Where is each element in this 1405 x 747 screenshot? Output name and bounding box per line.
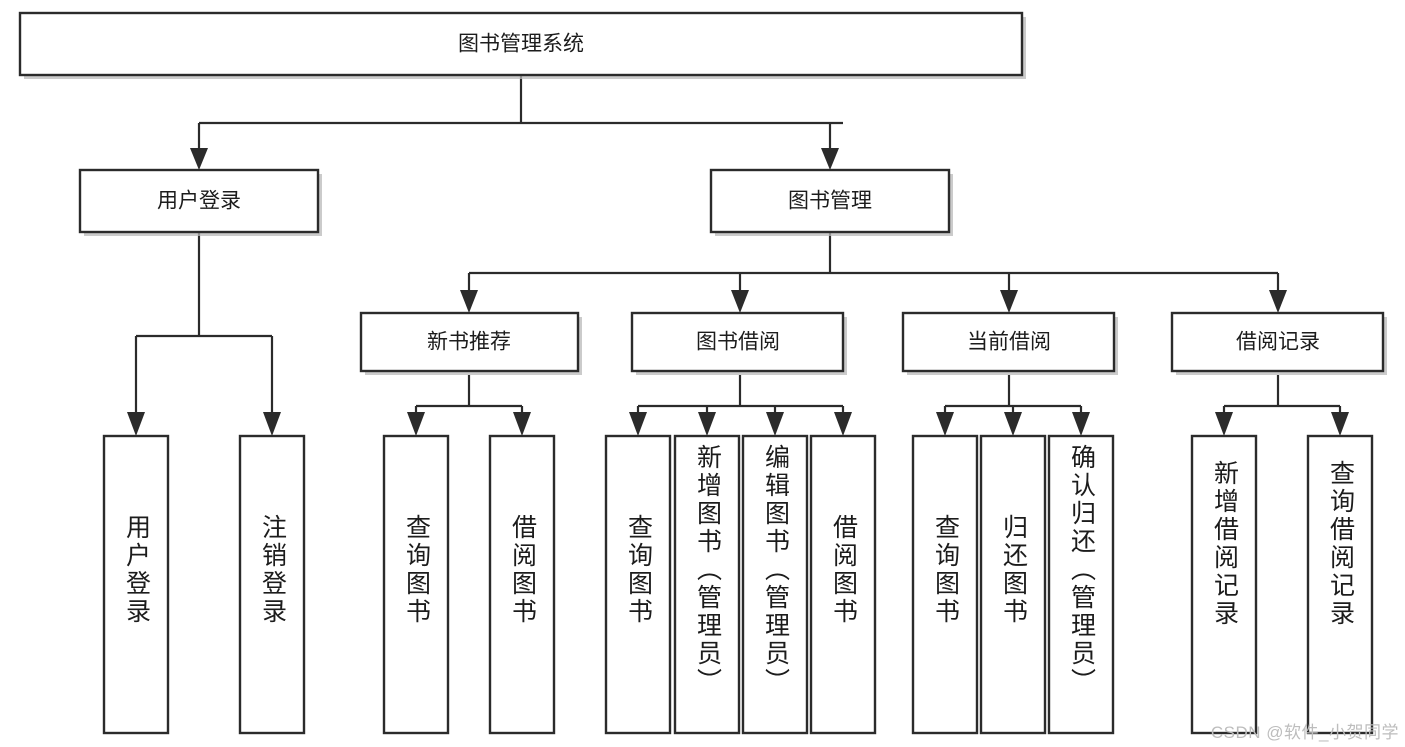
- arrow-head-borrow-record: [1269, 290, 1287, 313]
- arrow-head-bb-leaf4: [834, 412, 852, 436]
- node-book-manage-box[interactable]: [709, 168, 951, 234]
- arrow-head-cb-leaf3: [1072, 412, 1090, 436]
- node-borrow-record-label: 借阅记录: [1236, 331, 1320, 354]
- leaf-borrow-record-1-box[interactable]: [1190, 434, 1258, 735]
- leaf-borrow-record-2-box[interactable]: [1306, 434, 1374, 735]
- leaf-user-login-1-box[interactable]: [102, 434, 170, 735]
- node-book-borrow-box[interactable]: [630, 311, 845, 373]
- arrow-head-bb-leaf2: [698, 412, 716, 436]
- arrow-head-leaf-logout: [263, 412, 281, 436]
- arrow-head-cb-leaf2: [1004, 412, 1022, 436]
- node-new-book-label: 新书推荐: [427, 331, 511, 354]
- node-current-borrow-box[interactable]: [901, 311, 1116, 373]
- arrow-head-current-borrow: [1000, 290, 1018, 313]
- leaf-user-login-2-box[interactable]: [238, 434, 306, 735]
- node-layer: 图书管理系统 用户登录 图书管理 新书推荐 图书借阅 当前借阅 借阅记录: [18, 11, 1387, 735]
- arrow-head-nb-leaf1: [407, 412, 425, 436]
- arrow-head-bb-leaf3: [766, 412, 784, 436]
- node-root-label: 图书管理系统: [458, 33, 584, 56]
- leaf-book-borrow-2-box[interactable]: [673, 434, 741, 735]
- leaf-new-book-2-box[interactable]: [488, 434, 556, 735]
- node-user-login-label: 用户登录: [157, 190, 241, 213]
- node-book-borrow-label: 图书借阅: [696, 331, 780, 354]
- leaf-current-borrow-3-box[interactable]: [1047, 434, 1115, 735]
- node-user-login-box[interactable]: [78, 168, 320, 234]
- arrow-head-bb-leaf1: [629, 412, 647, 436]
- arrow-head-cb-leaf1: [936, 412, 954, 436]
- arrow-head-br-leaf2: [1331, 412, 1349, 436]
- arrow-head-user-login: [190, 148, 208, 170]
- node-new-book-box[interactable]: [359, 311, 580, 373]
- leaf-current-borrow-1-box[interactable]: [911, 434, 979, 735]
- watermark-text: CSDN @软件_小贺同学: [1210, 723, 1399, 742]
- arrow-head-book-manage: [821, 148, 839, 170]
- node-current-borrow-label: 当前借阅: [967, 331, 1051, 354]
- leaf-book-borrow-1-box[interactable]: [604, 434, 672, 735]
- leaf-book-borrow-4-box[interactable]: [809, 434, 877, 735]
- arrow-head-br-leaf1: [1215, 412, 1233, 436]
- leaf-current-borrow-2-box[interactable]: [979, 434, 1047, 735]
- connector-layer: [127, 76, 1349, 436]
- arrow-head-nb-leaf2: [513, 412, 531, 436]
- node-root-box[interactable]: [18, 11, 1024, 77]
- leaf-book-borrow-3-box[interactable]: [741, 434, 809, 735]
- node-book-manage-label: 图书管理: [788, 190, 872, 213]
- arrow-head-new-book: [460, 290, 478, 313]
- arrow-head-book-borrow: [731, 290, 749, 313]
- arrow-head-leaf-user-login: [127, 412, 145, 436]
- leaf-new-book-1-box[interactable]: [382, 434, 450, 735]
- node-borrow-record-box[interactable]: [1170, 311, 1385, 373]
